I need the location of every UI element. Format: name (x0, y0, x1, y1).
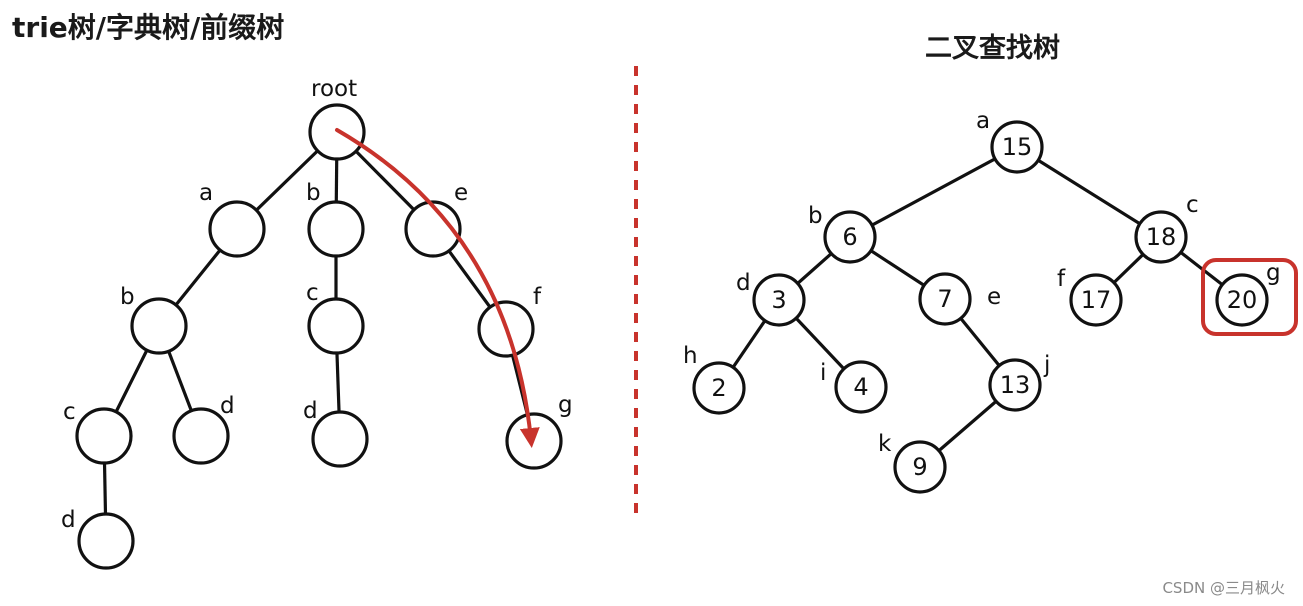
bst-node-label: i (820, 360, 826, 386)
highlight-box (1201, 258, 1298, 336)
trie-label: c (63, 399, 76, 425)
bst-node-label: j (1043, 352, 1050, 378)
bst-node-label: g (1266, 260, 1281, 286)
bst-node-label: d (736, 270, 751, 296)
bst-node-f (1069, 273, 1123, 327)
trie-node-abcd (77, 512, 135, 570)
bst-edge (849, 145, 1018, 239)
trie-label: d (61, 507, 76, 533)
bst-node-label: f (1057, 266, 1066, 292)
trie-label: b (120, 284, 135, 310)
bst-node-value: 15 (1002, 133, 1033, 161)
trie-node-ab (130, 297, 188, 355)
bst-node-label: c (1186, 192, 1199, 218)
bst-node-value: 13 (1000, 371, 1031, 399)
trie-label: b (306, 180, 321, 206)
bst-node-value: 6 (842, 223, 857, 251)
bst-node-value: 3 (771, 286, 786, 314)
trie-label-root: root (311, 76, 357, 102)
trie-node-e (404, 200, 462, 258)
bst-node-value: 18 (1146, 223, 1177, 251)
bst-node-g (1215, 273, 1269, 327)
bst-node-a (990, 120, 1044, 174)
bst-node-label: k (878, 431, 892, 457)
trie-title: trie树/字典树/前缀树 (12, 11, 285, 44)
bst-node-b (823, 210, 877, 264)
bst-node-label: b (808, 203, 823, 229)
bst-node-value: 9 (912, 453, 927, 481)
bst-node-e (918, 272, 972, 326)
search-path-arrow (335, 128, 540, 448)
trie-label: e (454, 180, 468, 206)
bst-node-k (893, 440, 947, 494)
bst-node-d (752, 273, 806, 327)
bst-title: 二叉查找树 (925, 33, 1060, 64)
trie-node-bcd (311, 410, 369, 468)
trie-label: d (220, 393, 235, 419)
trie-label: c (306, 280, 319, 306)
bst-node-h (692, 361, 746, 415)
trie-node-a (208, 200, 266, 258)
bst-node-label: e (987, 284, 1001, 310)
bst-node-value: 4 (853, 373, 868, 401)
bst-node-value: 20 (1227, 286, 1258, 314)
trie-label: d (303, 398, 318, 424)
watermark: CSDN @三月枫火 (1162, 579, 1285, 597)
trie-tree: root a b e b c f c d d g d (61, 76, 573, 570)
trie-node-abd (172, 407, 230, 465)
bst-tree: 15 6 18 3 7 17 20 2 4 13 9 a b c d e f g… (683, 108, 1298, 494)
bst-node-value: 17 (1081, 286, 1112, 314)
bst-node-j (988, 358, 1042, 412)
trie-node-b (307, 200, 365, 258)
trie-label: a (199, 180, 213, 206)
bst-node-value: 2 (711, 374, 726, 402)
trie-node-efg (505, 412, 563, 470)
bst-node-c (1134, 210, 1188, 264)
bst-node-value: 7 (937, 285, 952, 313)
trie-label: g (558, 392, 573, 418)
bst-node-label: h (683, 343, 698, 369)
trie-node-bc (307, 297, 365, 355)
bst-edge (1016, 145, 1162, 239)
bst-node-i (834, 360, 888, 414)
trie-label: f (533, 284, 542, 310)
trie-node-abc (75, 407, 133, 465)
bst-node-label: a (976, 108, 990, 134)
